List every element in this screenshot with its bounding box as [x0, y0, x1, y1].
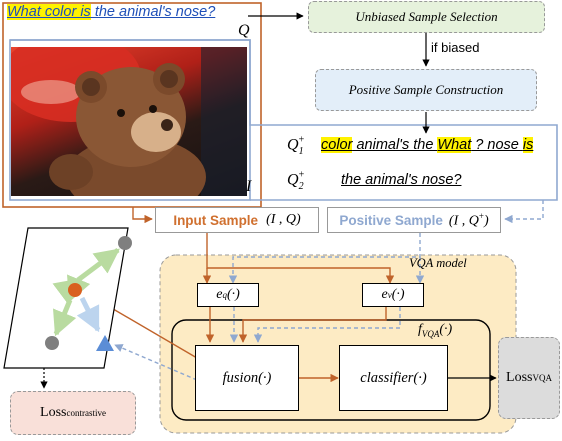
input-sample-label: Input Sample — [173, 212, 259, 228]
positive-point — [96, 335, 114, 351]
unbiased-sample-selection: Unbiased Sample Selection — [308, 1, 545, 33]
q2-label: Q+2 — [287, 170, 305, 193]
question-symbol: Q — [238, 22, 250, 39]
positive-sample-box: Positive Sample (I , Q+) — [327, 207, 501, 233]
input-sample-box: Input Sample (I , Q) — [155, 207, 319, 233]
fvqa-label: fVQA(·) — [418, 322, 453, 339]
q1-text: color animal's the What ? nose is — [321, 137, 534, 153]
anchor-point — [68, 283, 82, 297]
input-sample-math: (I , Q) — [266, 212, 301, 227]
q1-token-color: color — [321, 137, 353, 153]
q1-token-what: What — [437, 137, 472, 153]
vqa-model-label: VQA model — [409, 256, 467, 270]
q2-text: the animal's nose? — [341, 172, 462, 188]
question-text: What color is the animal's nose? — [7, 4, 215, 20]
if-biased-label: if biased — [431, 40, 480, 55]
negative-point-1 — [118, 236, 132, 250]
question-frame — [2, 2, 262, 208]
positive-sample-math: (I , Q+) — [448, 210, 489, 229]
positive-sample-label: Positive Sample — [339, 212, 443, 228]
question-highlight: What color is — [7, 4, 91, 20]
fusion-module: fusion(·) — [195, 345, 299, 411]
q1-token-is: is — [522, 137, 534, 153]
negative-point-2 — [45, 336, 59, 350]
positive-sample-construction: Positive Sample Construction — [315, 69, 537, 111]
unbiased-sample-selection-label: Unbiased Sample Selection — [355, 9, 498, 24]
q1-label: Q+1 — [287, 135, 305, 158]
positive-sample-construction-label: Positive Sample Construction — [348, 82, 504, 97]
question-rest: the animal's nose? — [90, 4, 216, 20]
teddy-bear-photo — [11, 47, 247, 196]
q1-token-nose: ? nose — [471, 137, 523, 153]
q1-token-mid: animal's the — [352, 137, 438, 153]
image-symbol: I — [246, 178, 252, 195]
classifier-module: classifier(·) — [339, 345, 448, 411]
